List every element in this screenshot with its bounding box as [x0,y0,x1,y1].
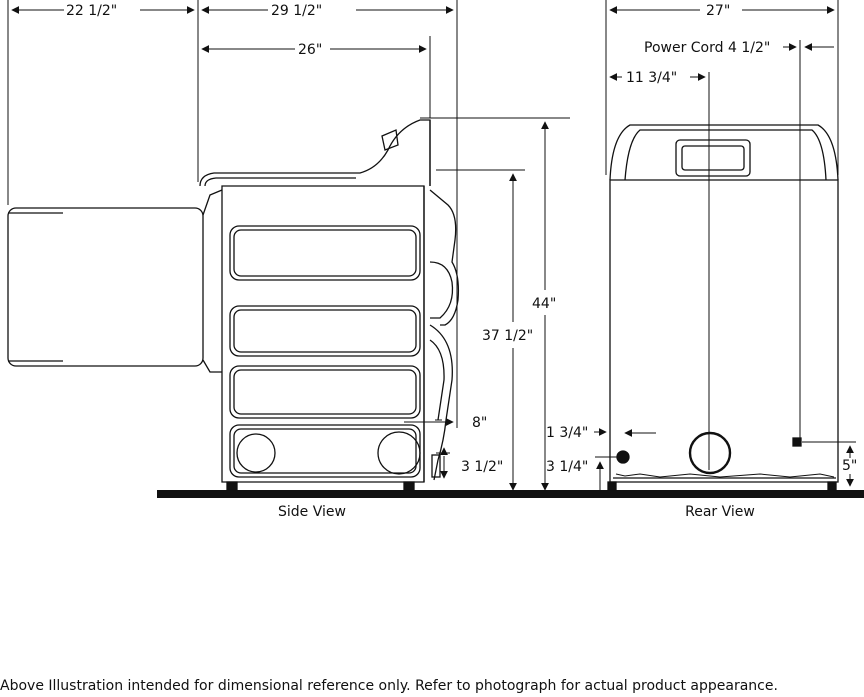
rear-cabinet [609,179,839,483]
dim-power-cord: Power Cord 4 1/2" [644,40,770,56]
rear-view-caption: Rear View [685,504,755,520]
side-view [7,119,460,491]
disclaimer-footnote: Above Illustration intended for dimensio… [0,678,778,694]
rear-dimension-lines [594,0,856,490]
dim-vent-center: 11 3/4" [626,70,677,86]
dimension-labels: 22 1/2" 29 1/2" 26" 44" 37 1/2" 8" 3 1/2… [66,3,857,475]
power-cord-port [792,437,802,447]
dim-gas-inlet-height: 3 1/4" [546,459,588,475]
dim-rear-width: 27" [706,3,730,19]
side-view-caption: Side View [278,504,346,520]
dim-total-height: 44" [532,296,556,312]
rear-view [607,124,839,491]
rear-console-window [675,139,751,177]
dim-vent-offset: 8" [472,415,487,431]
gas-inlet [616,450,630,464]
dim-depth-door-open: 29 1/2" [271,3,322,19]
dim-door-open-width: 22 1/2" [66,3,117,19]
dim-vent-height: 3 1/2" [461,459,503,475]
dim-gas-inlet-side: 1 3/4" [546,425,588,441]
open-door [7,207,204,367]
dim-cabinet-height: 37 1/2" [482,328,533,344]
exhaust-vent [688,431,732,475]
dim-power-height: 5" [842,458,857,474]
dim-depth: 26" [298,42,322,58]
floor-line [157,490,864,498]
side-dimension-lines [7,0,570,491]
